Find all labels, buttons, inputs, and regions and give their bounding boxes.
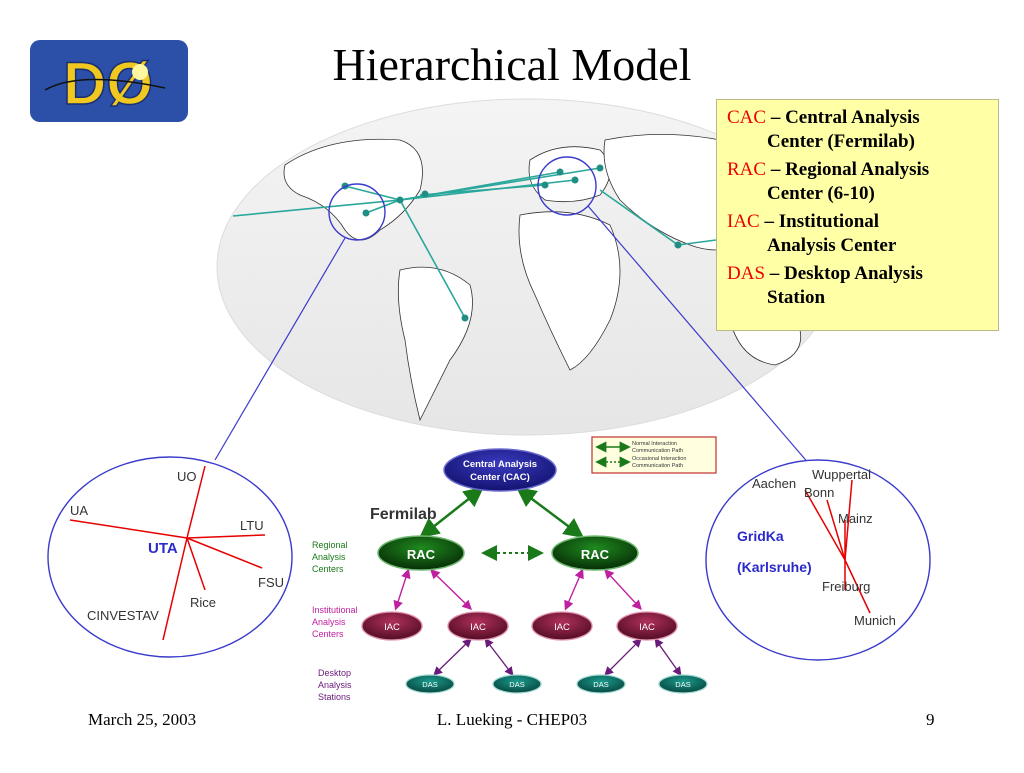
label-institutional-1: Institutional — [312, 605, 358, 615]
legend-desc-rac: – Regional Analysis — [770, 159, 930, 180]
footer-author: L. Lueking - CHEP03 — [436, 710, 588, 729]
rac-node-2 — [551, 535, 639, 571]
rac-node-1-label: RAC — [407, 547, 436, 562]
legend-desc-iac: – Institutional — [764, 211, 880, 232]
label-desktop-2: Analysis — [318, 680, 352, 690]
label-regional: Regional Analysis Centers — [312, 540, 348, 574]
legend-entry-das: DAS – Desktop Analysis Station — [727, 262, 988, 310]
iac-node-1 — [361, 611, 423, 641]
zoom-circle-usa — [328, 183, 386, 241]
das-node-2-label: DAS — [509, 680, 524, 689]
legend-abbr-das: DAS — [727, 263, 766, 284]
iac-node-4 — [616, 611, 678, 641]
path-legend-occasional-1: Occasional Interaction — [632, 456, 686, 462]
path-legend-occasional-2: Communication Path — [632, 463, 683, 469]
rac-node-2-label: RAC — [581, 547, 610, 562]
map-paths — [232, 167, 717, 319]
legend-entry-rac: RAC – Regional Analysis Center (6-10) — [727, 158, 988, 206]
footer-page-number: 9 — [926, 710, 935, 729]
right-site-aachen: Aachen — [752, 476, 796, 491]
right-site-freiburg: Freiburg — [822, 579, 870, 594]
iac-node-2-label: IAC — [470, 622, 486, 633]
iac-node-1-label: IAC — [384, 622, 400, 633]
legend-desc-cac: – Central Analysis — [770, 107, 920, 128]
das-node-4-label: DAS — [675, 680, 690, 689]
left-cluster-center: UTA — [148, 540, 178, 557]
label-institutional: Institutional Analysis Centers — [312, 605, 358, 639]
left-site-ltu: LTU — [240, 518, 264, 533]
label-institutional-2: Analysis — [312, 617, 346, 627]
zoom-circle-europe — [537, 156, 597, 216]
left-site-cinvestav: CINVESTAV — [87, 608, 159, 623]
path-legend: Normal Interaction Communication Path Oc… — [591, 436, 717, 474]
acronym-legend: CAC – Central Analysis Center (Fermilab)… — [716, 99, 999, 331]
right-site-wuppertal: Wuppertal — [812, 467, 871, 482]
logo-star-icon — [132, 64, 148, 80]
connector-left — [214, 237, 346, 461]
legend-entry-iac: IAC – Institutional Analysis Center — [727, 210, 988, 258]
das-node-1 — [405, 674, 455, 694]
label-regional-1: Regional — [312, 540, 348, 550]
iac-node-2 — [447, 611, 509, 641]
rac-node-1 — [377, 535, 465, 571]
cac-node — [443, 448, 557, 492]
left-site-fsu: FSU — [258, 575, 284, 590]
hierarchy-tree: Regional Analysis Centers Institutional … — [312, 448, 708, 702]
iac-node-3 — [531, 611, 593, 641]
das-node-1-label: DAS — [422, 680, 437, 689]
right-site-munich: Munich — [854, 613, 896, 628]
right-cluster-center-line1: GridKa — [737, 528, 784, 544]
label-desktop-1: Desktop — [318, 668, 351, 678]
right-site-mainz: Mainz — [838, 511, 873, 526]
right-site-bonn: Bonn — [804, 485, 834, 500]
slide-title: Hierarchical Model — [332, 39, 692, 90]
right-cluster-center-line2: (Karlsruhe) — [737, 559, 812, 575]
legend-abbr-iac: IAC — [727, 211, 760, 232]
label-institutional-3: Centers — [312, 629, 344, 639]
label-desktop-3: Stations — [318, 692, 351, 702]
label-regional-3: Centers — [312, 564, 344, 574]
left-cluster: UO UA LTU FSU Rice CINVESTAV UTA — [47, 456, 293, 658]
das-node-4 — [658, 674, 708, 694]
legend-entry-cac: CAC – Central Analysis Center (Fermilab) — [727, 106, 988, 154]
legend-abbr-rac: RAC — [727, 159, 767, 180]
legend-cont-iac: Analysis Center — [767, 235, 897, 256]
path-legend-normal-2: Communication Path — [632, 448, 683, 454]
legend-abbr-cac: CAC — [727, 107, 767, 128]
footer-date: March 25, 2003 — [88, 710, 197, 729]
legend-cont-rac: Center (6-10) — [767, 183, 875, 204]
right-cluster: Wuppertal Aachen Bonn Mainz Freiburg Mun… — [705, 459, 931, 661]
iac-node-3-label: IAC — [554, 622, 570, 633]
legend-cont-cac: Center (Fermilab) — [767, 131, 915, 152]
europe-shape — [528, 146, 611, 203]
connector-right — [587, 205, 811, 466]
fermilab-label: Fermilab — [370, 506, 437, 523]
north-america-shape — [283, 138, 423, 241]
world-map — [216, 98, 838, 436]
left-site-ua: UA — [70, 503, 88, 518]
map-sites — [341, 164, 682, 322]
das-node-3-label: DAS — [593, 680, 608, 689]
legend-desc-das: – Desktop Analysis — [769, 263, 923, 284]
legend-cont-das: Station — [767, 287, 826, 308]
south-america-shape — [397, 266, 473, 422]
cac-label-2: Center (CAC) — [470, 472, 530, 483]
label-desktop: Desktop Analysis Stations — [318, 668, 352, 702]
left-site-uo: UO — [177, 469, 197, 484]
label-regional-2: Analysis — [312, 552, 346, 562]
iac-node-4-label: IAC — [639, 622, 655, 633]
left-site-rice: Rice — [190, 595, 216, 610]
das-node-2 — [492, 674, 542, 694]
path-legend-normal-1: Normal Interaction — [632, 441, 677, 447]
d0-logo: DØ — [30, 40, 188, 122]
das-node-3 — [576, 674, 626, 694]
cac-label-1: Central Analysis — [463, 459, 537, 470]
